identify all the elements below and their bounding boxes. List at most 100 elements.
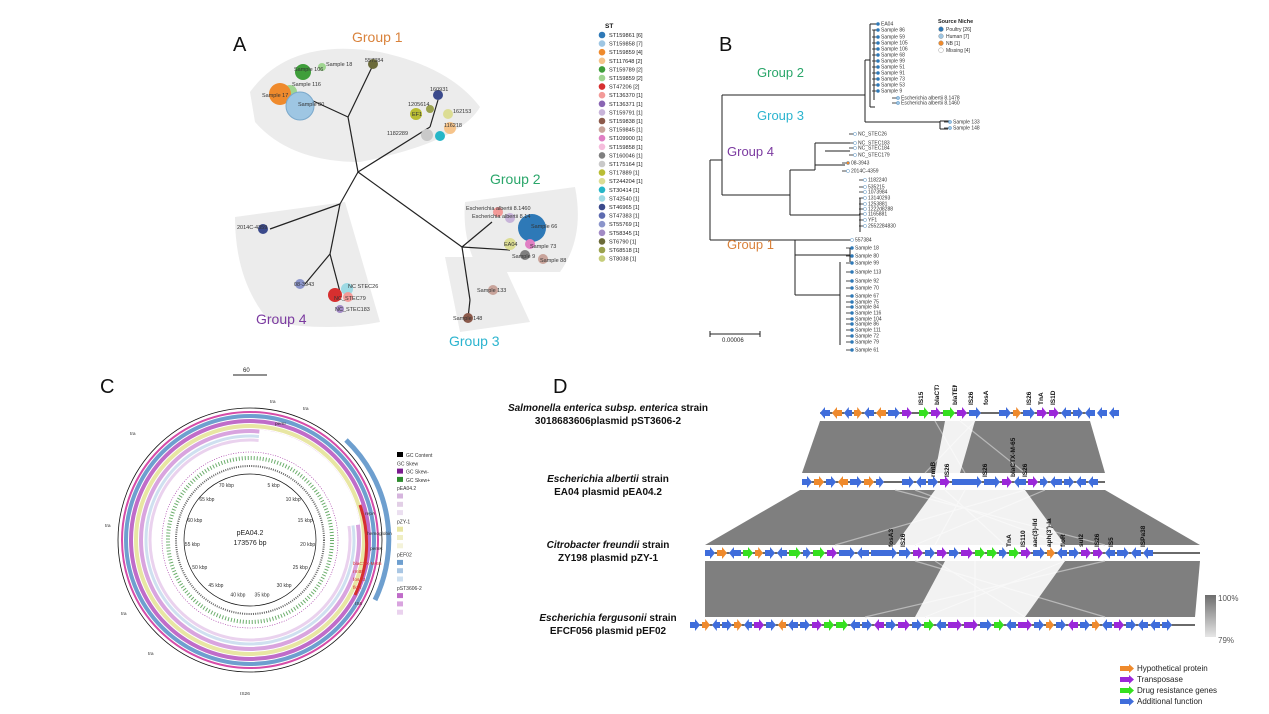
tick-label: 30 kbp (277, 583, 292, 589)
gene-arrow (916, 476, 926, 488)
gene-arrow (778, 619, 786, 631)
map-scale: 60 (233, 368, 267, 376)
gene-arrow (717, 547, 727, 559)
plasmid-size: 173576 bp (233, 540, 266, 547)
gene-arrow (1002, 476, 1012, 488)
gene-arrow (1068, 619, 1078, 631)
node-label: Sample 73 (530, 244, 556, 250)
gene-arrow (789, 547, 801, 559)
gene-arrow (1047, 547, 1055, 559)
gene-name: IS1D (1050, 390, 1057, 405)
group3-label: Group 3 (449, 333, 500, 349)
gene-label: tra (121, 611, 127, 617)
resistance-gene-label: rmtB (353, 569, 363, 575)
gene-arrow (924, 619, 934, 631)
group1-label: Group 1 (352, 29, 403, 45)
map-legend-item: GC Skew- (406, 470, 429, 476)
gene-arrow (1013, 407, 1021, 419)
tip-node (846, 169, 850, 173)
gene-arrow (1073, 407, 1083, 419)
node-label: Sample 80 (298, 102, 324, 108)
source-niche-legend: Source Niche Poultry [26]Human [7]NB [1]… (938, 19, 973, 54)
tip-label: Sample 111 (855, 328, 881, 334)
st-legend-item: ST159789 [2] (609, 67, 643, 73)
gene-name: IS26 (1022, 463, 1029, 477)
gene-arrow (802, 476, 812, 488)
gene-arrow (754, 619, 764, 631)
plasmid-titles: Salmonella enterica subsp. enterica stra… (508, 403, 708, 637)
st-legend-swatch (598, 152, 606, 159)
node-label: NC STEC26 (348, 284, 378, 290)
node-label: Escherichia albertii 8.1460 (466, 206, 531, 212)
gene-arrow (888, 407, 900, 419)
gene-name: blaCTX-M-65 (934, 385, 941, 405)
tip-label: Sample 106 (881, 47, 908, 53)
gene-arrow (912, 619, 922, 631)
tip-label: 2552284830 (868, 224, 896, 230)
gene-arrow (857, 547, 869, 559)
gene-arrow (1049, 407, 1059, 419)
gene-arrow (1064, 476, 1074, 488)
map-legend-item: pEF02 (397, 553, 412, 559)
gene-arrow (1131, 547, 1141, 559)
function-legend-arrow (1120, 675, 1134, 684)
gene-name: IS26 (900, 533, 907, 547)
gene-arrow (984, 476, 1000, 488)
tip-node (876, 59, 880, 63)
niche-legend-swatch (938, 47, 944, 53)
gene-arrow (1014, 476, 1026, 488)
tip-node (850, 238, 854, 242)
tip-node (850, 286, 854, 290)
map-legend-item: GC Skew+ (406, 478, 430, 484)
plasmid1-strain: 3018683606plasmid pST3606-2 (535, 416, 682, 427)
tip-node (863, 178, 867, 182)
gene-arrow (1162, 619, 1172, 631)
group4-label: Group 4 (256, 311, 307, 327)
gene-arrow (744, 619, 752, 631)
gene-label: tra (130, 431, 136, 437)
plasmid3-species: Citrobacter freundii (547, 540, 640, 551)
gene-label: IS26 (240, 691, 250, 697)
tick-label: 20 kbp (300, 542, 315, 548)
tip-node (876, 22, 880, 26)
map-legend-swatch (397, 501, 403, 507)
st-legend-swatch (598, 169, 606, 176)
niche-legend-item: Poultry [26] (946, 27, 972, 33)
tip-label: Sample 67 (855, 294, 879, 300)
node-label: Sample 9 (512, 254, 535, 260)
map-legend-swatch (397, 593, 403, 599)
st-legend-swatch (598, 126, 606, 133)
st-legend-swatch (598, 238, 606, 245)
tip-node (863, 207, 867, 211)
identity-min-label: 79% (1218, 636, 1234, 645)
tree-branches (709, 23, 950, 351)
tip-node (850, 270, 854, 274)
map-legend-item: GC Content (406, 453, 433, 459)
tip-node (853, 132, 857, 136)
st-legend-item: ST47206 [2] (609, 85, 640, 91)
st-legend-swatch (598, 100, 606, 108)
tip-label: Sample 75 (855, 300, 879, 306)
gene-arrow (1046, 619, 1054, 631)
gene-name: blaCTX-M-65 (1010, 437, 1017, 477)
tip-label: Sample 79 (855, 340, 879, 346)
gene-arrow (702, 619, 710, 631)
gene-name: ISPa38 (1140, 525, 1147, 547)
st-legend-item: ST159858 [7] (609, 42, 643, 48)
tip-node (876, 28, 880, 32)
gene-name: IS26 (1094, 533, 1101, 547)
niche-legend-item: NB [1] (946, 41, 961, 47)
gene-arrow (1057, 547, 1067, 559)
gene-arrow (839, 547, 855, 559)
niche-legend-item: Human [7] (946, 34, 970, 40)
tip-node (876, 77, 880, 81)
gene-arrow (957, 407, 967, 419)
tip-node (876, 89, 880, 93)
gene-arrow (874, 619, 884, 631)
st-legend-swatch (598, 48, 606, 56)
tip-node (850, 300, 854, 304)
panel-c-letter: C (100, 376, 115, 398)
tip-node (850, 334, 854, 338)
tip-node (948, 120, 952, 124)
scale-label: 0.00006 (722, 338, 744, 344)
